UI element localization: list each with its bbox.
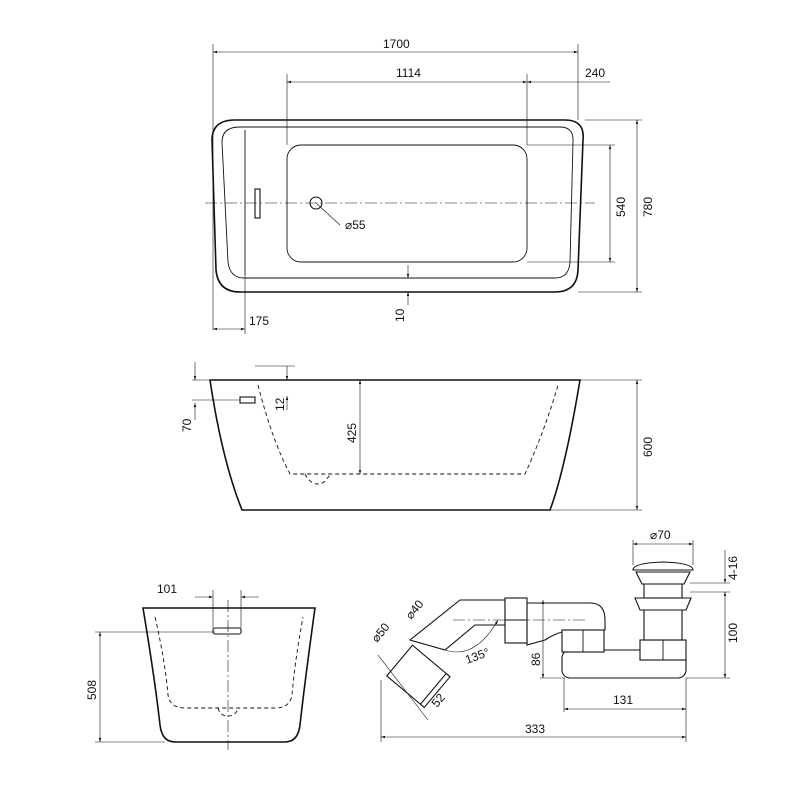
end-view: 101 508 [85,582,316,750]
drain-diameter-label: ⌀55 [345,218,366,232]
trap-length-label: 131 [613,693,633,707]
waste-body [643,604,683,641]
end-height-label: 508 [85,680,99,700]
outlet-inner-diameter-label: ⌀40 [403,597,427,622]
rim-gap-label: 10 [393,308,407,322]
siphon-outlet [385,644,451,709]
basin-floor [286,144,528,263]
plug-diameter-label: ⌀70 [650,528,671,542]
overall-height-label: 600 [641,437,655,457]
overall-length-label: 333 [525,722,545,736]
top-view: ⌀55 1700 1114 240 540 780 175 10 [205,37,655,334]
tub-inner-rim [221,126,574,279]
side-view: 70 12 425 600 [180,362,655,511]
overflow-offset-label: 12 [273,397,287,411]
overflow-fitting [239,396,256,404]
overall-length-label: 1700 [383,37,410,51]
end-overflow-fitting [212,627,242,635]
overflow-height-label: 70 [180,418,194,432]
siphon-nut [504,597,528,644]
overall-width-label: 780 [641,197,655,217]
plug-lift-label: 4-16 [726,556,740,580]
inner-depth-label: 425 [345,423,359,443]
angle-label: 135° [463,645,491,667]
siphon-drawing: ⌀40 ⌀50 135° 52 86 ⌀70 4-16 100 131 333 [369,528,740,742]
trap-height-label: 86 [529,652,543,666]
outlet-outer-diameter-label: ⌀50 [369,620,393,645]
tub-end-outline [142,607,316,743]
waste-height-label: 100 [726,623,740,643]
basin-width-label: 540 [614,197,628,217]
tub-outer-rim [211,119,584,293]
tub-side-outline [209,379,581,511]
overflow-slot [254,188,261,219]
basin-length-label: 1114 [396,66,421,80]
overflow-width-label: 101 [157,582,177,596]
tub-inner-profile [257,384,559,475]
plug-cap [632,561,694,571]
end-offset-label: 240 [585,66,605,80]
headrest-offset-label: 175 [249,314,269,328]
